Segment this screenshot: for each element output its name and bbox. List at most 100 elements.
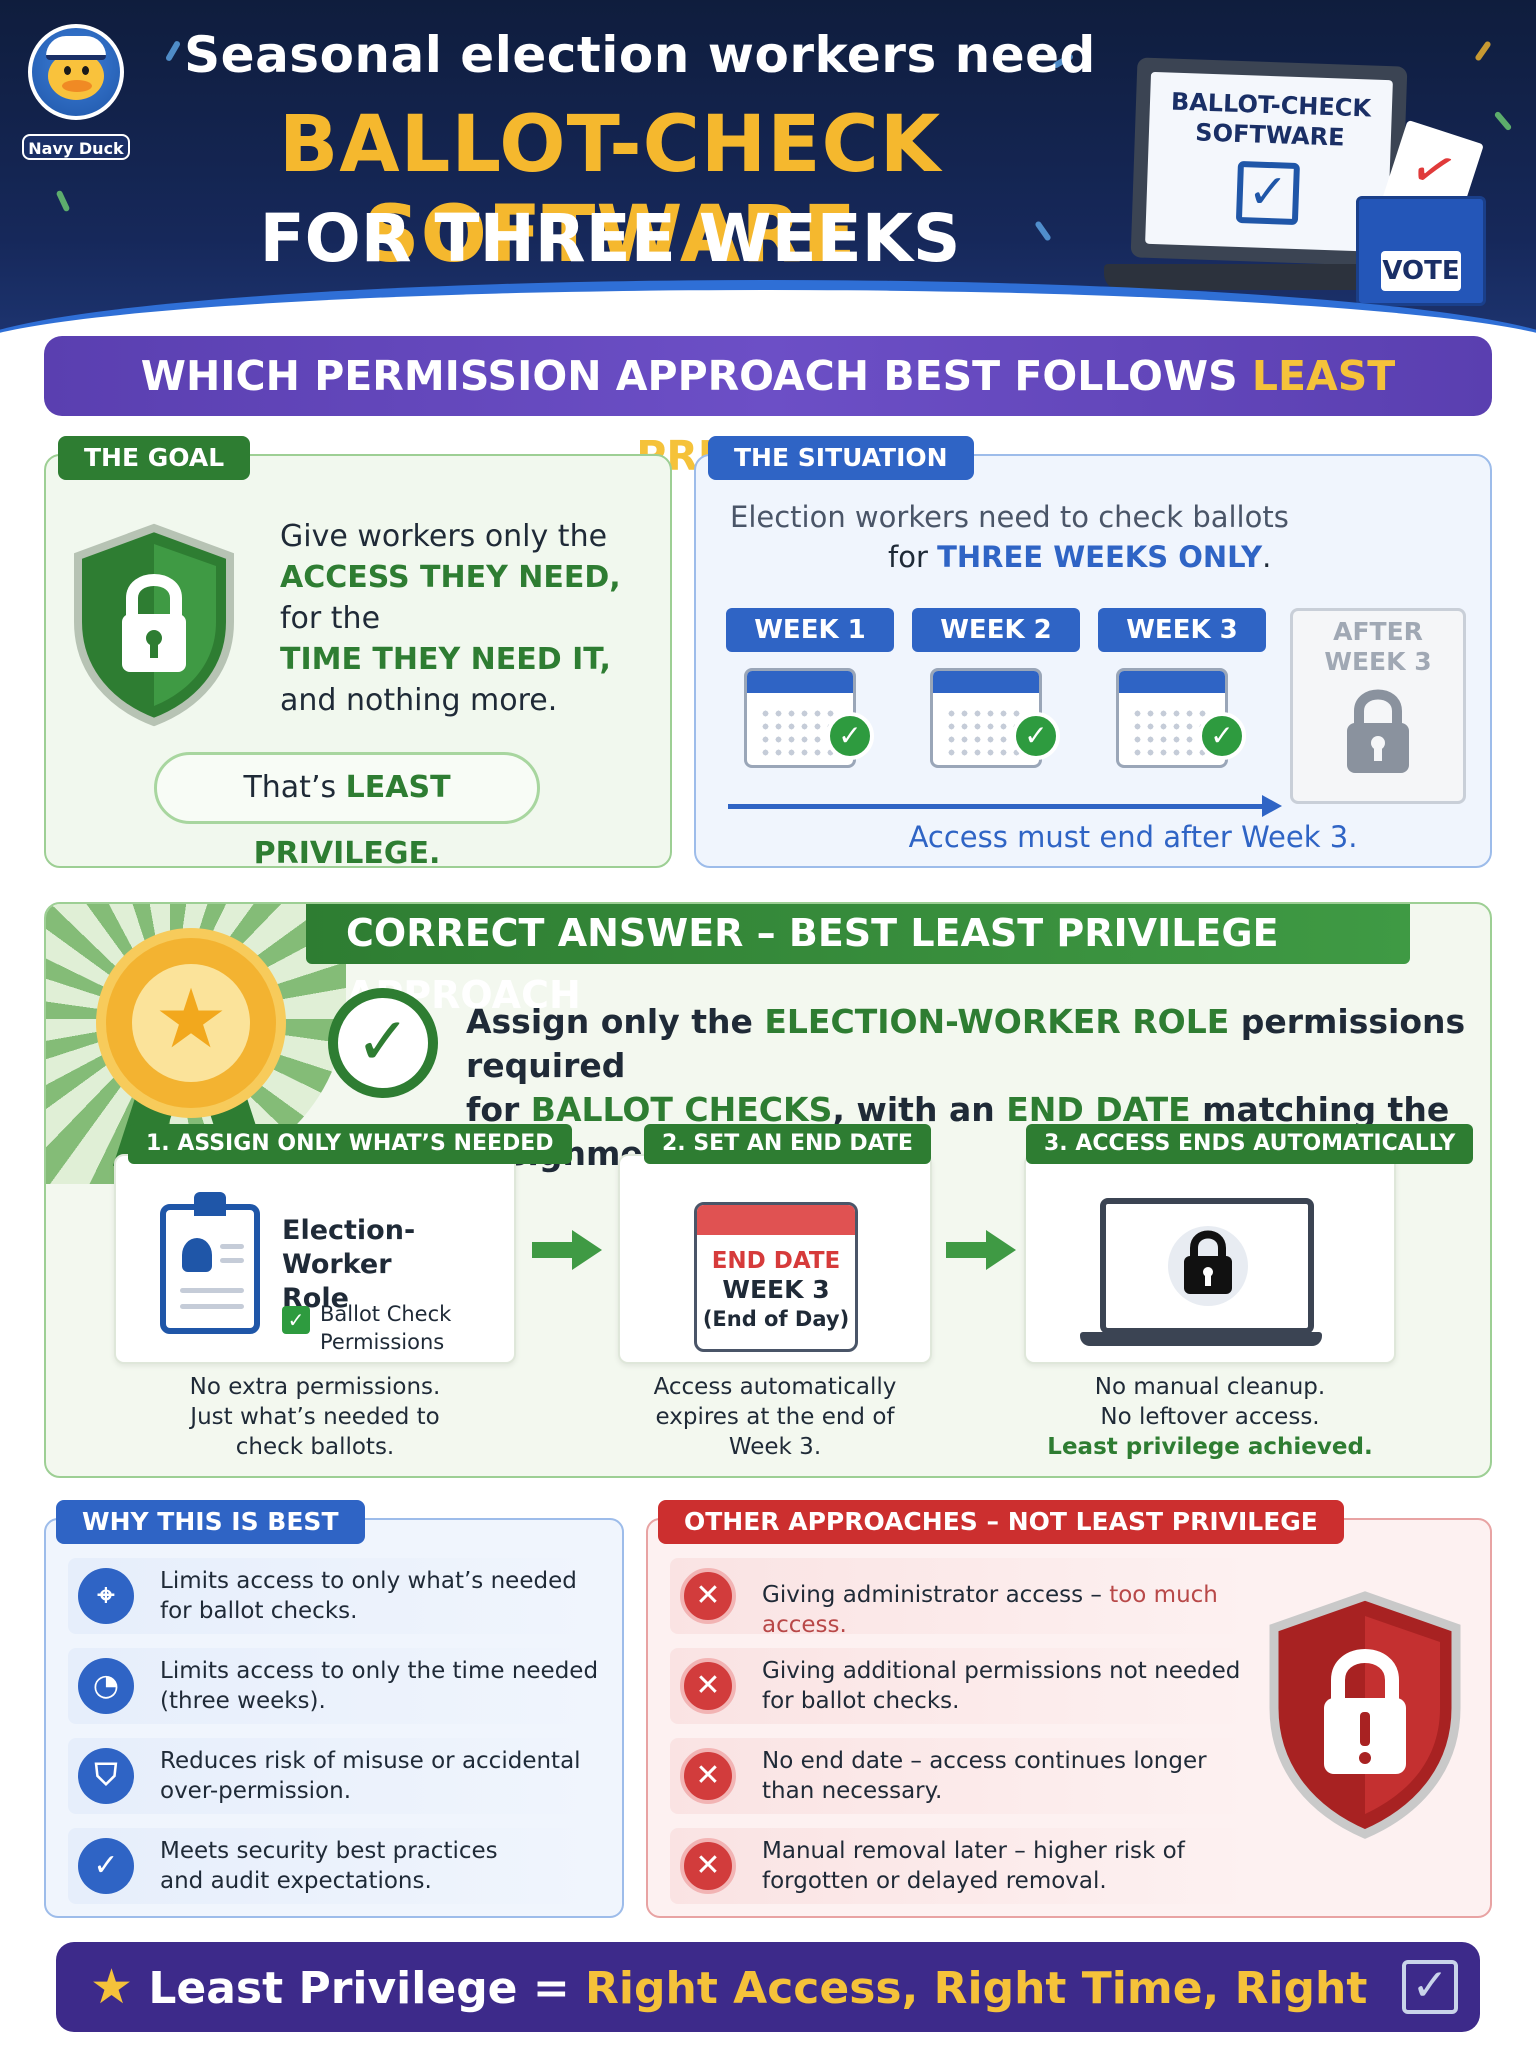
step-1-note-line: check ballots. xyxy=(235,1434,395,1460)
step-3-tab: 3. ACCESS ENDS AUTOMATICALLY xyxy=(1026,1124,1474,1164)
step-3-note-line: No manual cleanup. xyxy=(1094,1374,1326,1400)
other-item-text: Giving administrator access – too much a… xyxy=(762,1580,1242,1640)
arrow-right-icon xyxy=(532,1230,602,1270)
other-line: for ballot checks. xyxy=(762,1688,960,1714)
other-muted-text: too much access. xyxy=(762,1582,1218,1638)
situation-note: Access must end after Week 3. xyxy=(908,820,1358,854)
goal-line-3: for the xyxy=(280,601,381,636)
check-icon: ✓ xyxy=(826,712,874,760)
situation-card: THE SITUATION Election workers need to c… xyxy=(694,436,1492,868)
question-text: WHICH PERMISSION APPROACH BEST FOLLOWS xyxy=(140,352,1252,400)
padlock-icon xyxy=(1184,1230,1232,1294)
correct-answer-banner: CORRECT ANSWER – BEST LEAST PRIVILEGE AP… xyxy=(306,904,1410,1017)
why-card: WHY THIS IS BEST ⌖ Limits access to only… xyxy=(44,1500,624,1918)
why-line: Limits access to only the time needed xyxy=(160,1658,599,1684)
why-tab: WHY THIS IS BEST xyxy=(56,1500,365,1544)
situation-line-2-prefix: for xyxy=(888,540,938,574)
headline-line-2: BALLOT-CHECK SOFTWARE xyxy=(278,100,942,280)
x-circle-icon: ✕ xyxy=(680,1568,736,1624)
goal-line-4: TIME THEY NEED IT, xyxy=(280,642,611,677)
shield-alert-lock-icon xyxy=(1269,1591,1461,1839)
end-date-label: END DATE xyxy=(711,1248,841,1274)
other-item-text: Manual removal later – higher risk of for… xyxy=(762,1836,1242,1896)
pill-prefix: That’s xyxy=(243,770,346,805)
calendar-end-date-icon: END DATE WEEK 3 (End of Day) xyxy=(694,1202,858,1352)
after-label-2: WEEK 3 xyxy=(1324,647,1432,676)
footer-prefix: Least Privilege = xyxy=(148,1963,586,2014)
other-item: ✕ Giving administrator access – too much… xyxy=(670,1558,1250,1638)
step-2-note-line: Week 3. xyxy=(728,1434,822,1460)
checkbox-icon: ✓ xyxy=(1235,160,1300,226)
step-2-note-line: expires at the end of xyxy=(655,1404,895,1430)
why-item-text: Limits access to only the time needed (th… xyxy=(160,1656,640,1716)
role-permissions: Ballot Check Permissions xyxy=(320,1300,451,1356)
answer-part: for xyxy=(466,1090,531,1129)
padlock-icon xyxy=(1347,689,1409,773)
goal-tab: THE GOAL xyxy=(58,436,251,480)
other-line: forgotten or delayed removal. xyxy=(762,1868,1107,1894)
footer-banner: ★ Least Privilege = Right Access, Right … xyxy=(56,1942,1480,2032)
step-1-card: 1. ASSIGN ONLY WHAT’S NEEDED Election-Wo… xyxy=(114,1124,572,1364)
clock-icon: ◔ xyxy=(78,1658,134,1714)
other-item: ✕ Manual removal later – higher risk of f… xyxy=(670,1828,1250,1904)
other-tab: OTHER APPROACHES – NOT LEAST PRIVILEGE xyxy=(658,1500,1344,1544)
week-3-label: WEEK 3 xyxy=(1098,608,1266,652)
other-item: ✕ Giving additional permissions not need… xyxy=(670,1648,1250,1724)
duck-head-icon xyxy=(48,52,104,100)
why-line: (three weeks). xyxy=(160,1688,326,1714)
step-3-card: 3. ACCESS ENDS AUTOMATICALLY xyxy=(1024,1124,1474,1364)
calendar-icon xyxy=(930,668,1042,768)
week-1-label: WEEK 1 xyxy=(726,608,894,652)
check-icon: ✓ xyxy=(1198,712,1246,760)
checkbox-checked-icon: ✓ xyxy=(282,1306,310,1334)
step-1-tab: 1. ASSIGN ONLY WHAT’S NEEDED xyxy=(128,1124,572,1164)
other-approaches-card: OTHER APPROACHES – NOT LEAST PRIVILEGE ✕… xyxy=(646,1500,1492,1918)
x-circle-icon: ✕ xyxy=(680,1748,736,1804)
other-line: No end date – access continues longer xyxy=(762,1748,1207,1774)
ballot-box-label: VOTE xyxy=(1381,251,1461,291)
headline-line-3: FOR THREE WEEKS ONLY. xyxy=(259,200,961,340)
timeline-line xyxy=(728,804,1268,809)
logo-label: Navy Duck xyxy=(22,134,130,160)
week-2-label: WEEK 2 xyxy=(912,608,1080,652)
answer-role-highlight: ELECTION-WORKER ROLE xyxy=(764,1002,1230,1041)
why-line: Limits access to only what’s needed xyxy=(160,1568,577,1594)
arrow-right-icon xyxy=(1262,795,1282,817)
duck-eye-icon xyxy=(82,66,89,75)
end-date-week: WEEK 3 xyxy=(722,1275,830,1304)
role-title: Election-Worker Role xyxy=(282,1214,514,1316)
why-line: Reduces risk of misuse or accidental xyxy=(160,1748,581,1774)
answer-ballot-highlight: BALLOT CHECKS xyxy=(530,1090,833,1129)
ballot-box-icon: VOTE xyxy=(1356,196,1486,306)
step-3-note-line: No leftover access. xyxy=(1100,1404,1320,1430)
target-icon: ⌖ xyxy=(78,1568,134,1624)
step-2-card: 2. SET AN END DATE END DATE WEEK 3 (End … xyxy=(618,1124,932,1364)
step-2-tab: 2. SET AN END DATE xyxy=(644,1124,931,1164)
other-line: Manual removal later – higher risk of xyxy=(762,1838,1185,1864)
situation-tab: THE SITUATION xyxy=(708,436,974,480)
other-line: Giving additional permissions not needed xyxy=(762,1658,1241,1684)
confetti-decoration xyxy=(55,189,71,213)
x-circle-icon: ✕ xyxy=(680,1658,736,1714)
situation-line-2-suffix: . xyxy=(1262,540,1272,574)
pill-highlight: LEAST PRIVILEGE. xyxy=(253,770,451,871)
navy-duck-logo: Navy Duck xyxy=(22,18,130,160)
goal-card: THE GOAL Give workers only the ACCESS TH… xyxy=(44,436,672,871)
correct-answer-card: ★ CORRECT ANSWER – BEST LEAST PRIVILEGE … xyxy=(44,902,1492,1478)
calendar-icon xyxy=(744,668,856,768)
answer-part: permissions required xyxy=(466,1002,1466,1085)
header-banner: Navy Duck Seasonal election workers need… xyxy=(0,0,1536,340)
permission-line-1: Ballot Check xyxy=(320,1302,452,1326)
situation-line-1: Election workers need to check ballots xyxy=(730,500,1289,534)
answer-enddate-highlight: END DATE xyxy=(1006,1090,1191,1129)
check-circle-icon: ✓ xyxy=(328,988,438,1098)
laptop-base xyxy=(1080,1332,1322,1346)
arrow-right-icon xyxy=(946,1230,1016,1270)
confetti-decoration xyxy=(1493,110,1513,132)
x-circle-icon: ✕ xyxy=(680,1838,736,1894)
answer-part: Assign only the xyxy=(466,1002,765,1041)
